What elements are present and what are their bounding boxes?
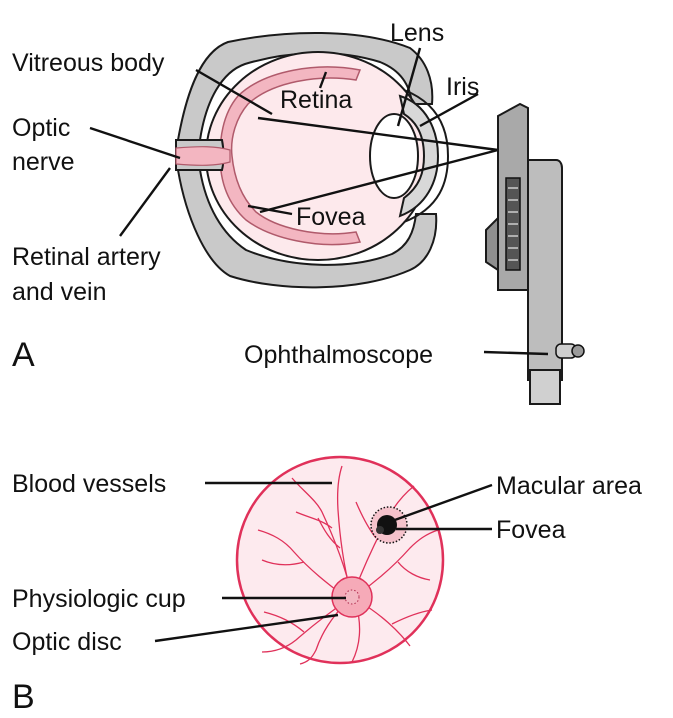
fundus-view xyxy=(237,457,443,664)
label-vitreous-body: Vitreous body xyxy=(12,49,165,77)
leader-retinal-artery xyxy=(120,168,170,236)
label-blood-vessels: Blood vessels xyxy=(12,470,166,498)
ophthalmoscope-grip xyxy=(486,218,498,270)
label-retina: Retina xyxy=(280,86,352,114)
optic-nerve-core xyxy=(176,147,230,166)
label-lens: Lens xyxy=(390,19,444,47)
panel-letter-b: B xyxy=(12,678,35,716)
panel-letter-a: A xyxy=(12,336,35,374)
lens xyxy=(370,114,418,198)
label-retinal-artery-2: and vein xyxy=(12,278,107,306)
ophthalmoscope-handle-base xyxy=(530,370,560,404)
fovea-stipple xyxy=(376,526,384,534)
leader-optic-nerve xyxy=(90,128,180,158)
switch-knob xyxy=(556,344,584,358)
label-retinal-artery-1: Retinal artery xyxy=(12,243,161,271)
ophthalmoscope-device xyxy=(486,104,584,404)
label-fovea-a: Fovea xyxy=(296,203,366,231)
label-ophthalmoscope: Ophthalmoscope xyxy=(244,341,433,369)
label-optic-disc: Optic disc xyxy=(12,628,122,656)
label-optic-nerve-1: Optic xyxy=(12,114,70,142)
label-macular-area: Macular area xyxy=(496,472,642,500)
physiologic-cup xyxy=(345,590,359,604)
eye-cross-section xyxy=(176,33,498,287)
label-fovea-b: Fovea xyxy=(496,516,566,544)
label-physiologic-cup: Physiologic cup xyxy=(12,585,186,613)
label-iris: Iris xyxy=(446,73,479,101)
label-optic-nerve-2: nerve xyxy=(12,148,75,176)
